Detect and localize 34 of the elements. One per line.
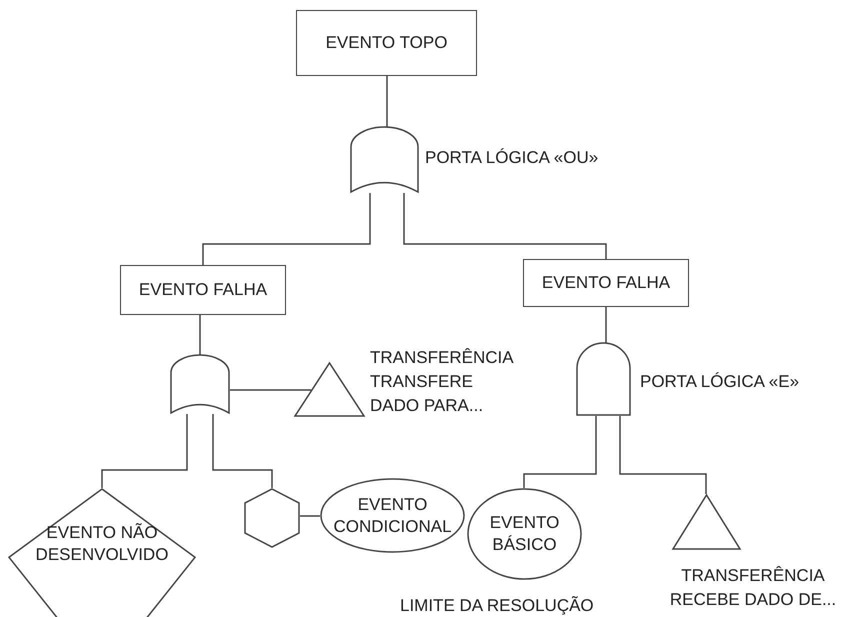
symbol-caption: TRANSFERÊNCIA RECEBE DADO DE... [668, 565, 838, 611]
node-label: EVENTO BÁSICO [488, 512, 560, 556]
symbol-caption: PORTA LÓGICA «OU» [425, 147, 598, 169]
event-box [120, 265, 286, 315]
event-ellipse [320, 478, 465, 553]
connector-line [300, 515, 320, 517]
event-box [296, 10, 477, 76]
node-label: EVENTO FALHA [542, 272, 670, 294]
event-box [523, 259, 689, 307]
or-gate-symbol [170, 355, 230, 414]
symbol-caption: LIMITE DA RESOLUÇÃO [400, 595, 594, 617]
connector-line [199, 315, 201, 355]
conditional-hexagon [244, 488, 300, 548]
node-label: EVENTO TOPO [326, 32, 448, 54]
symbol-caption: PORTA LÓGICA «E» [640, 371, 800, 393]
node-label: EVENTO FALHA [138, 279, 268, 301]
undeveloped-event-diamond [8, 488, 196, 614]
connector-line [212, 414, 273, 488]
connector-line [202, 193, 371, 265]
connector-line [403, 193, 607, 259]
connector-line [101, 414, 188, 488]
connector-line [230, 389, 311, 391]
and-gate-symbol [576, 343, 631, 416]
connector-line [386, 76, 388, 127]
node-label: EVENTO NÃO DESENVOLVIDO [34, 522, 170, 566]
node-label: EVENTO CONDICIONAL [332, 494, 453, 538]
connector-line [523, 416, 597, 488]
transfer-triangle [672, 494, 741, 550]
connector-line [619, 416, 707, 494]
connector-line [605, 307, 607, 343]
event-ellipse [467, 488, 582, 580]
transfer-triangle [294, 362, 365, 417]
or-gate-symbol [350, 127, 419, 193]
symbol-caption: TRANSFERÊNCIA TRANSFERE DADO PARA... [370, 347, 514, 417]
